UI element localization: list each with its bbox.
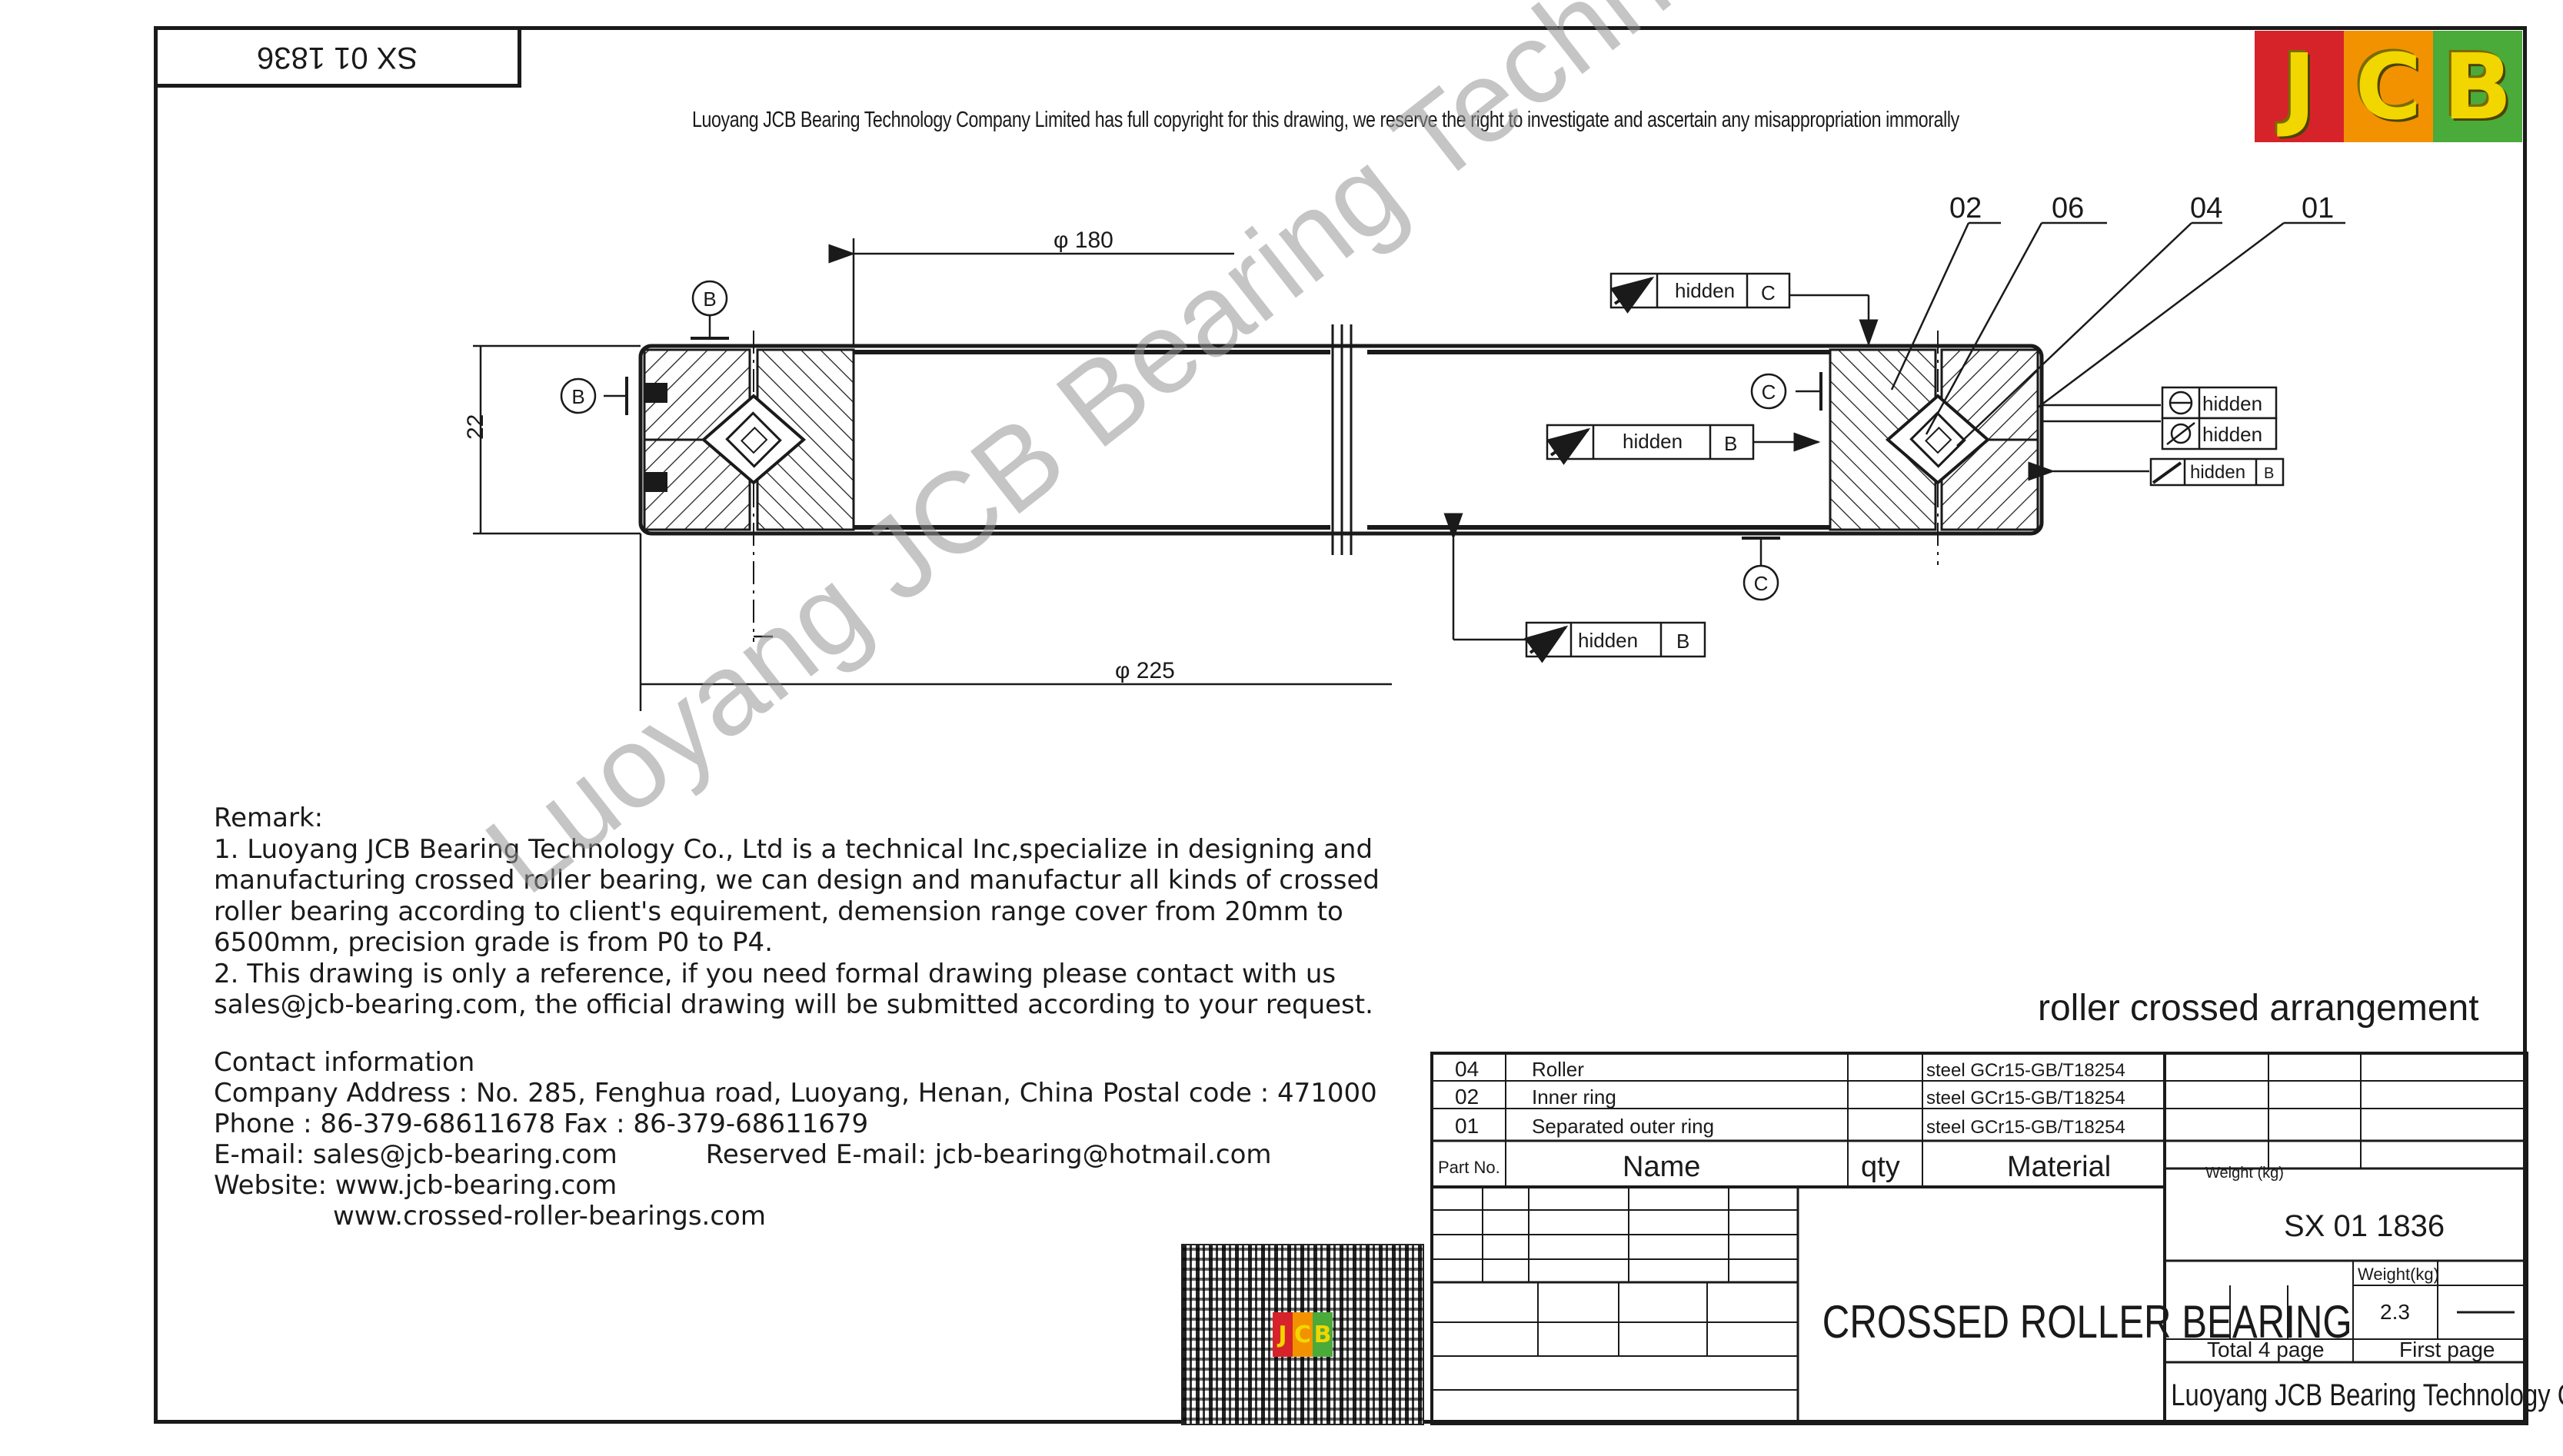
logo-letter-j: J [2255,31,2344,142]
title-block [1430,1052,2528,1425]
header-part-no: Part No. [1438,1158,1500,1177]
tol-hidden-1: hidden [1675,279,1735,302]
remark-line: sales@jcb-bearing.com, the official draw… [214,989,1373,1020]
contact-website-2[interactable]: www.crossed-roller-bearings.com [333,1201,766,1232]
tol-hidden-3: hidden [2202,392,2262,415]
remarks-title: Remark: [214,803,324,833]
header-qty: qty [1861,1151,1900,1183]
remarks-section: Remark: 1. Luoyang JCB Bearing Technolog… [214,803,1429,1021]
part-row-1-material: steel GCr15-GB/T18254 [1926,1060,2125,1081]
callout-02: 02 [1949,192,1982,224]
tol-hidden-5: hidden [2190,462,2245,483]
contact-email-row: E-mail: sales@jcb-bearing.com Reserved E-… [214,1139,1429,1170]
part-row-3-no: 01 [1455,1114,1479,1138]
jcb-logo: J C B [2255,31,2522,142]
qr-logo-letter-b: B [1313,1312,1333,1357]
tol-hidden-2: hidden [1623,430,1683,453]
tol-hidden-6: hidden [1578,629,1638,652]
weight-label: Weight(kg) [2358,1265,2439,1284]
first-page: First page [2399,1338,2495,1361]
part-row-1-name: Roller [1532,1058,1584,1081]
datum-c-bottom: C [1754,572,1769,595]
contact-reserved-email[interactable]: Reserved E-mail: jcb-bearing@hotmail.com [705,1139,1272,1170]
outer-dimension: φ 225 [1115,658,1175,683]
model-number: SX 01 1836 [2284,1209,2445,1243]
logo-letter-c: C [2344,31,2433,142]
tol-ref-b-3: B [1676,630,1689,653]
part-row-3-name: Separated outer ring [1532,1115,1714,1138]
contact-section: Contact information Company Address : No… [214,1047,1429,1232]
header-material: Material [2007,1151,2111,1183]
datum-c-right: C [1762,381,1776,404]
contact-phone: Phone : 86-379-68611678 Fax : 86-379-686… [214,1109,869,1139]
remark-line: manufacturing crossed roller bearing, we… [214,865,1380,896]
callout-06: 06 [2052,192,2084,224]
remark-line: roller bearing according to client's equ… [214,896,1343,927]
part-row-1-no: 04 [1455,1057,1479,1081]
tol-ref-b-1: B [1724,432,1737,455]
bore-dimension: φ 180 [1053,228,1113,253]
callout-01: 01 [2302,192,2334,224]
part-row-2-no: 02 [1455,1085,1479,1109]
datum-b-top: B [703,288,716,311]
contact-title: Contact information [214,1047,475,1078]
header-weight: Weight (kg) [2205,1165,2284,1182]
remark-line: 1. Luoyang JCB Bearing Technology Co., L… [214,833,1373,865]
product-title: CROSSED ROLLER BEARING [1822,1295,2352,1348]
right-section [1829,331,2039,565]
contact-website[interactable]: Website: www.jcb-bearing.com [214,1170,617,1201]
remark-line: 2. This drawing is only a reference, if … [214,958,1336,989]
contact-email[interactable]: E-mail: sales@jcb-bearing.com [214,1139,617,1170]
header-name: Name [1623,1151,1700,1183]
tol-ref-b-2: B [2264,465,2274,482]
weight-value: 2.3 [2380,1300,2410,1324]
tol-hidden-4: hidden [2202,423,2262,446]
company-name-block: Luoyang JCB Bearing Technology Co., Ltd [2171,1378,2563,1412]
drawing-number-box: SX 01 1836 [154,26,521,88]
left-section [643,331,855,642]
total-pages: Total 4 page [2207,1338,2325,1361]
tol-ref-c: C [1761,281,1776,304]
arrangement-label: roller crossed arrangement [2038,988,2479,1029]
logo-letter-b: B [2433,31,2522,142]
qr-logo-letter-c: C [1293,1312,1313,1357]
remark-line: 6500mm, precision grade is from P0 to P4… [214,927,773,958]
qr-logo-letter-j: J [1273,1312,1293,1357]
contact-address: Company Address : No. 285, Fenghua road,… [214,1078,1377,1109]
copyright-notice: Luoyang JCB Bearing Technology Company L… [692,108,1959,132]
qr-jcb-logo: J C B [1273,1312,1333,1357]
callout-04: 04 [2190,192,2222,224]
part-row-3-material: steel GCr15-GB/T18254 [1926,1117,2125,1138]
datum-b-left: B [571,385,584,408]
tolerance-frames [1524,272,2285,663]
height-dimension: 22 [463,414,488,440]
part-row-2-material: steel GCr15-GB/T18254 [1926,1088,2125,1109]
part-row-2-name: Inner ring [1532,1085,1616,1109]
